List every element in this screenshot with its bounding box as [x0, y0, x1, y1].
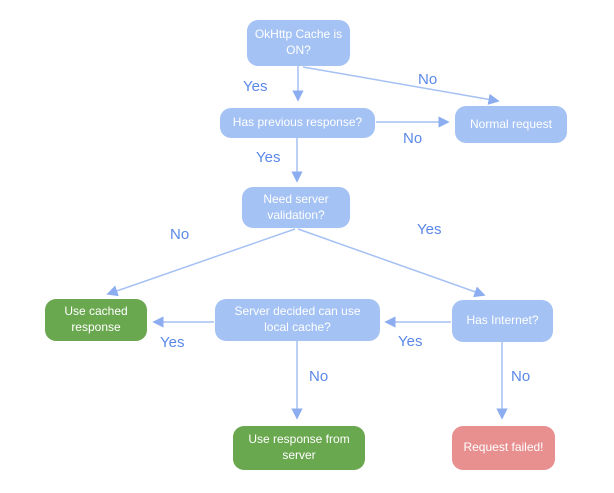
edge-label-server-denies-no: No	[309, 368, 329, 385]
edge-label-has-previous-no: No	[403, 130, 423, 147]
edge-label-validation-no: No	[170, 226, 190, 243]
node-has-previous-response: Has previous response?	[220, 108, 375, 138]
node-use-response-from-server: Use response from server	[233, 426, 365, 470]
node-okhttp-cache-is-on: OkHttp Cache is ON?	[247, 20, 350, 66]
node-has-internet: Has Internet?	[452, 300, 553, 342]
edge-validation-no	[106, 228, 296, 297]
edge-label-has-previous-yes: Yes	[256, 149, 281, 166]
node-request-failed: Request failed!	[452, 426, 555, 470]
node-need-server-validation: Need server validation?	[242, 187, 350, 228]
edge-label-cache-on-yes: Yes	[243, 78, 268, 95]
edge-validation-yes	[297, 228, 486, 298]
edge-label-has-internet-yes: Yes	[398, 333, 423, 350]
edge-label-validation-yes: Yes	[417, 221, 442, 238]
edge-label-server-allows-yes: Yes	[160, 334, 185, 351]
edge-cache-on-no	[302, 66, 500, 105]
edge-label-no-internet-no: No	[511, 368, 531, 385]
edge-label-cache-on-no: No	[418, 71, 438, 88]
node-server-decided-local-cache: Server decided can use local cache?	[215, 299, 380, 341]
node-normal-request: Normal request	[455, 106, 567, 143]
node-use-cached-response: Use cached response	[45, 299, 147, 341]
